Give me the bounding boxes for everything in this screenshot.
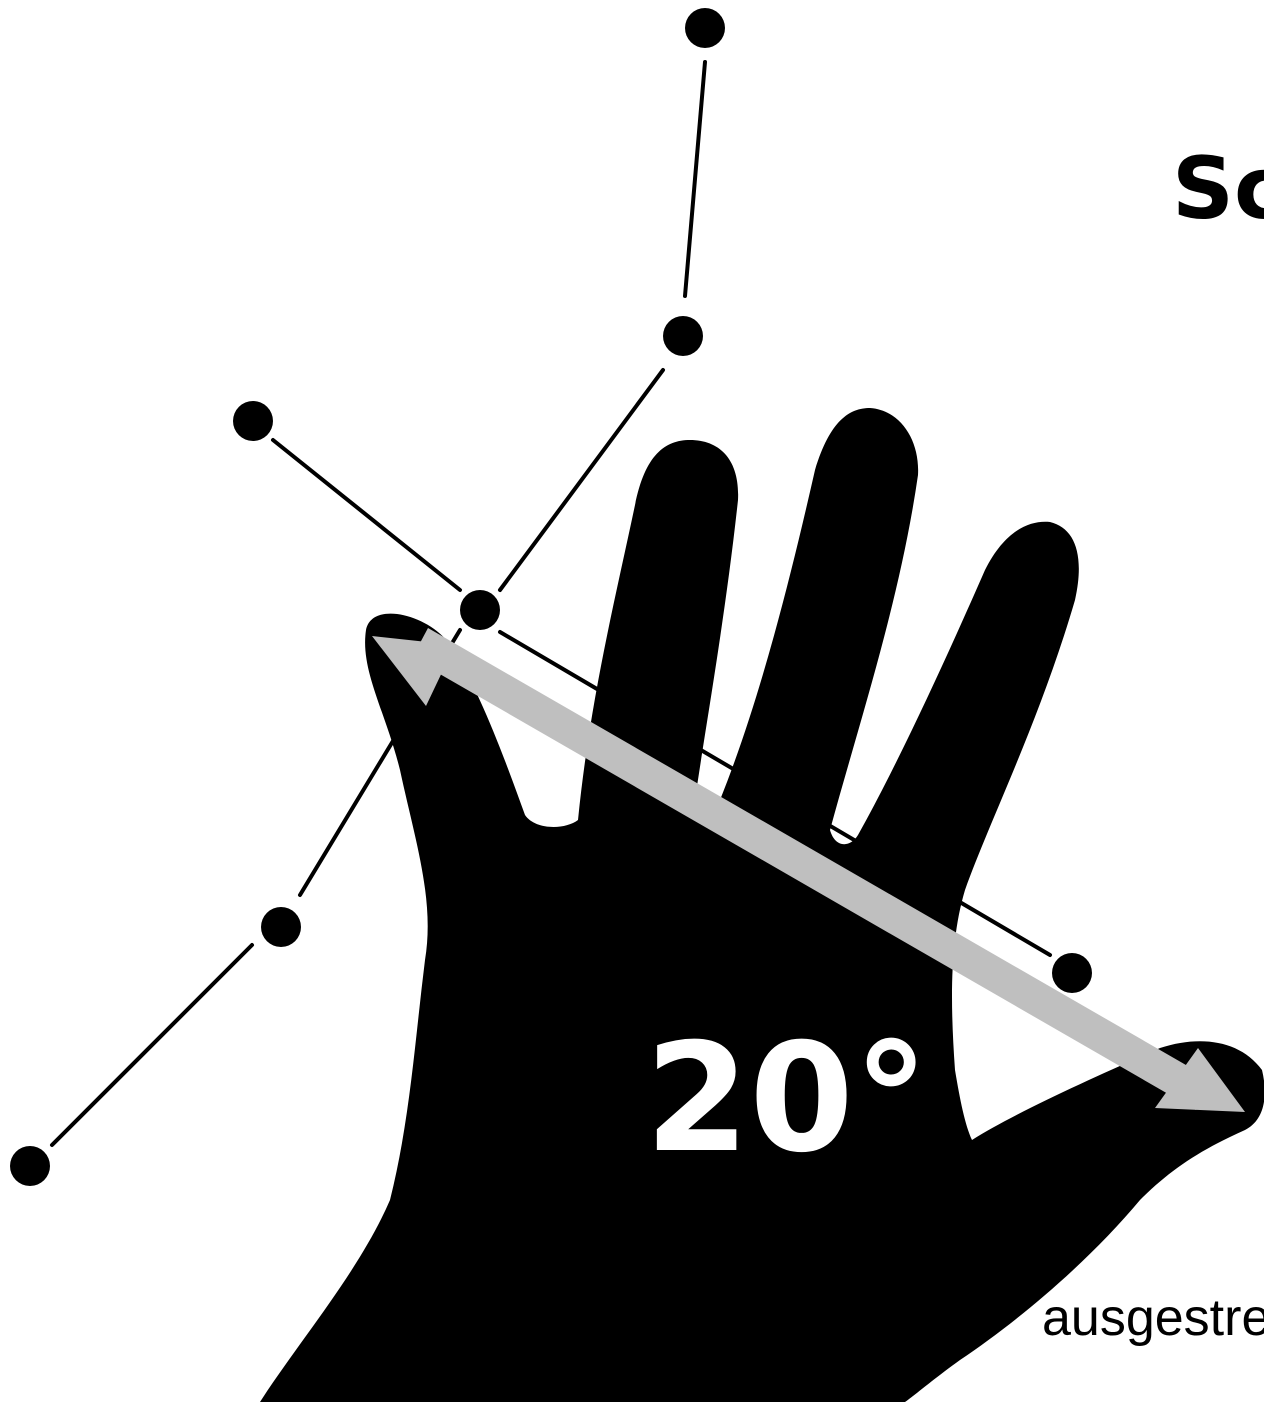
caption-fragment: ausgestre xyxy=(1042,1289,1264,1347)
hand-silhouette-icon xyxy=(260,408,1264,1402)
skeleton-line-bottom-left xyxy=(52,945,252,1145)
joint-dot xyxy=(261,907,301,947)
joint-dot xyxy=(233,401,273,441)
angle-label: 20° xyxy=(645,1012,929,1186)
joint-dot xyxy=(1052,953,1092,993)
joint-dot xyxy=(460,590,500,630)
joint-dot xyxy=(685,8,725,48)
skeleton-line-left-short xyxy=(273,440,460,590)
title-fragment: Sc xyxy=(1172,139,1264,239)
joint-dot xyxy=(10,1146,50,1186)
joint-dot xyxy=(663,316,703,356)
skeleton-line-top xyxy=(685,62,705,296)
